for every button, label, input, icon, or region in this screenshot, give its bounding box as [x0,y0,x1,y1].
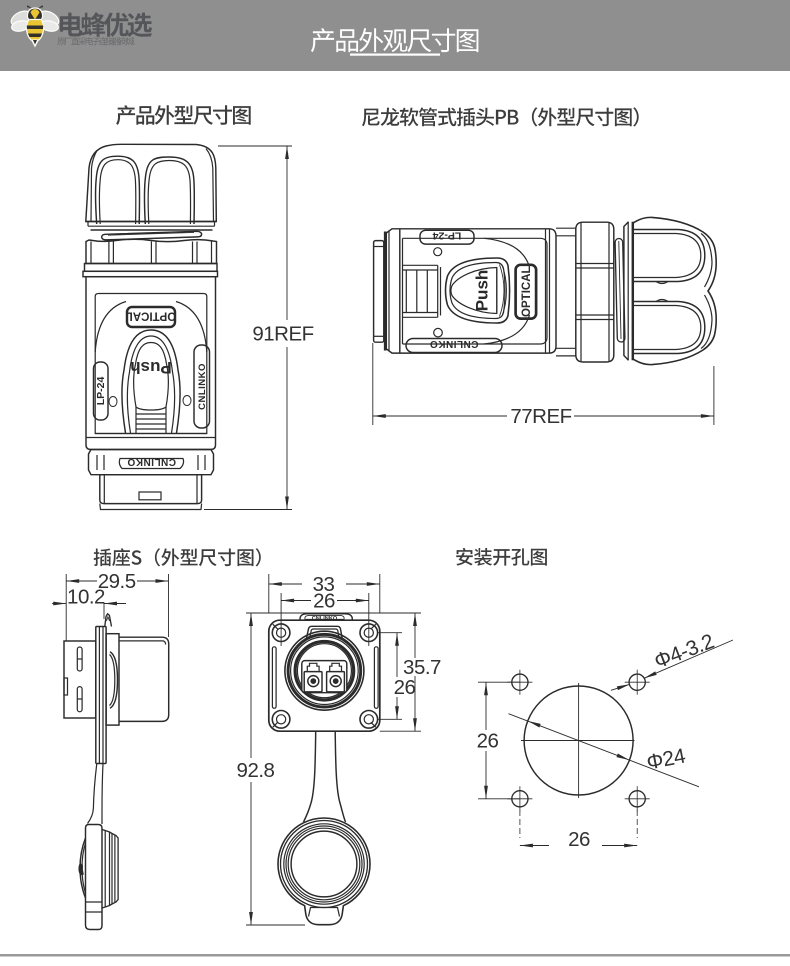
svg-text:92.8: 92.8 [237,759,275,782]
svg-text:10.2: 10.2 [67,586,105,609]
svg-text:CNLINKO: CNLINKO [429,338,478,349]
svg-text:CNLINKO: CNLINKO [312,616,338,622]
svg-text:26: 26 [568,828,590,851]
svg-text:CNLINKO: CNLINKO [127,456,176,467]
svg-text:35.7: 35.7 [403,656,441,679]
svg-text:Push: Push [473,270,492,312]
svg-text:26: 26 [313,589,335,612]
svg-text:OPTICAL: OPTICAL [126,310,176,322]
svg-text:29.5: 29.5 [98,570,136,593]
svg-text:Φ24: Φ24 [645,744,688,774]
svg-text:91REF: 91REF [252,322,313,345]
svg-text:LP-24: LP-24 [433,230,462,242]
svg-text:26: 26 [477,729,499,752]
svg-text:77REF: 77REF [510,405,571,428]
svg-text:CNLINKO: CNLINKO [197,363,208,410]
svg-text:Φ4-3.2: Φ4-3.2 [651,630,717,674]
svg-text:OPTICAL: OPTICAL [521,266,533,316]
svg-text:Push: Push [130,358,172,377]
svg-text:LP-24: LP-24 [95,377,107,406]
svg-text:26: 26 [394,676,416,699]
svg-text:33: 33 [313,573,335,596]
